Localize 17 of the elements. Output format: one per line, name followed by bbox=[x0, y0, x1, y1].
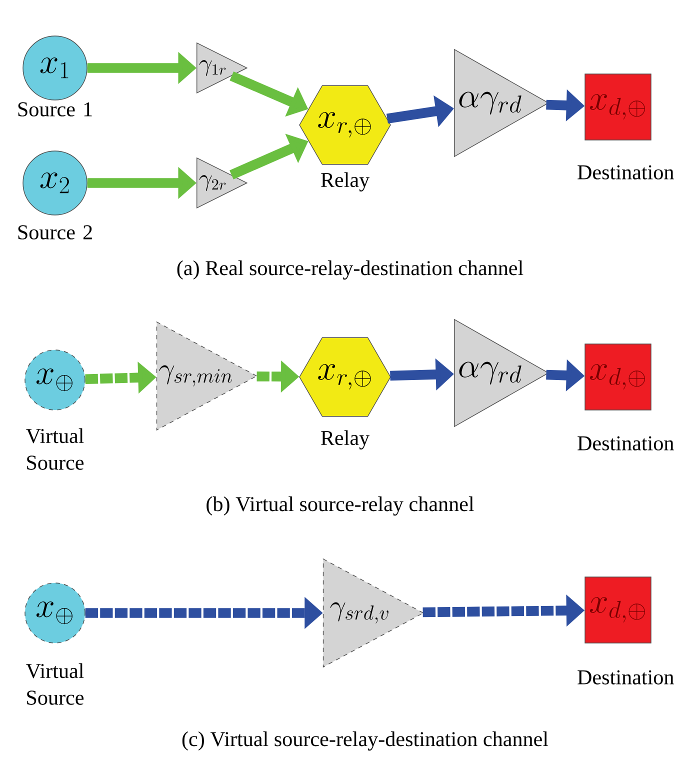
node-label: Virtual Source bbox=[26, 663, 84, 705]
node-label: Source 1 bbox=[18, 102, 92, 116]
node-label: Source 2 bbox=[18, 225, 92, 240]
relay-hexagon: $x_{r,\oplus}$ bbox=[299, 337, 391, 417]
node-label: Virtual Source bbox=[26, 428, 84, 470]
node-label: Destination bbox=[578, 436, 674, 450]
node-label: Destination bbox=[578, 670, 674, 684]
destination-square: $x_{d,\oplus}$ bbox=[584, 344, 652, 410]
destination-square: $x_{d,\oplus}$ bbox=[584, 576, 652, 644]
destination-square: $x_{d,\oplus}$ bbox=[584, 74, 652, 140]
node-label: Destination bbox=[578, 165, 674, 180]
relay-hexagon: $x_{r,\oplus}$ bbox=[299, 85, 391, 165]
figure-caption: (c) Virtual source-relay-destination channel bbox=[182, 731, 548, 751]
figure-caption: (a) Real source-relay-destination channel bbox=[177, 260, 524, 280]
node-label: Relay bbox=[321, 172, 370, 192]
figure-caption: (b) Virtual source-relay channel bbox=[206, 496, 474, 516]
node-label: Relay bbox=[321, 430, 370, 450]
